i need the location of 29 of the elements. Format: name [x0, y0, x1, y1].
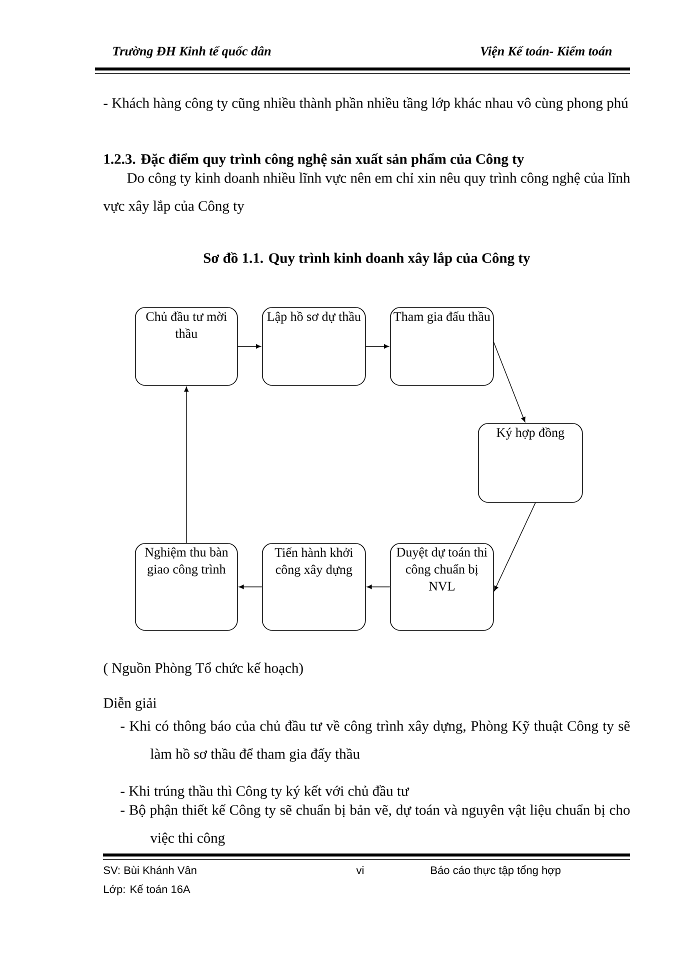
list-item: - Bộ phận thiết kế Công ty sẽ chuẩn bị bản vẽ, dự toán và nguyên vật liệu chuẩn bị cho việc thi công: [120, 804, 630, 846]
process-box: Chủ đầu tư mời thầu: [135, 307, 238, 386]
paragraph: Do công ty kinh doanh nhiều lĩnh vực nên em chỉ xin nêu quy trình công nghệ của lĩnh vực xây lắp của Công ty: [103, 172, 630, 214]
process-box: Lập hồ sơ dự thầu: [262, 307, 366, 386]
footer-text: Lớp: Kế toán 16A: [104, 884, 190, 896]
arrow: [184, 386, 189, 544]
section-heading: 1.2.3. Đặc điểm quy trình công nghệ sản xuất sản phẩm của Công ty: [104, 153, 524, 167]
process-box: Ký hợp đồng: [478, 423, 583, 503]
paragraph: - Khách hàng công ty cũng nhiều thành phần nhiều tầng lớp khác nhau vô cùng phong phú: [104, 97, 628, 111]
source-note: ( Nguồn Phòng Tổ chức kế hoạch): [104, 662, 303, 676]
process-box: Duyệt dự toán thi công chuẩn bị NVL: [390, 543, 494, 631]
page-number: vi: [356, 866, 364, 874]
list-item: - Khi có thông báo của chủ đầu tư về công trình xây dựng, Phòng Kỹ thuật Công ty sẽ làm hồ sơ thầu để tham gia đấy thầu: [120, 720, 630, 762]
process-box: Tham gia đấu thầu: [390, 307, 494, 386]
footer-text: SV: Bùi Khánh Vân: [104, 866, 196, 874]
arrow: [366, 584, 390, 590]
arrow: [237, 344, 262, 349]
arrow: [365, 344, 390, 349]
arrow: [494, 502, 536, 592]
process-box: Nghiệm thu bàn giao công trình: [135, 543, 238, 631]
header-text: Viện Kế toán- Kiểm toán: [480, 46, 612, 58]
process-box: Tiến hành khởi công xây dựng: [262, 543, 366, 631]
diagram-title: Sơ đồ 1.1. Quy trình kinh doanh xây lắp của Công ty: [204, 252, 530, 266]
paragraph: Diễn giải: [104, 697, 156, 711]
arrow: [493, 342, 526, 422]
list-item: - Khi trúng thầu thì Công ty ký kết với chủ đầu tư: [120, 785, 410, 799]
arrow: [238, 584, 262, 590]
header-text: Trường ĐH Kinh tế quốc dân: [113, 46, 271, 58]
footer-text: Báo cáo thực tập tổng hợp: [431, 865, 560, 876]
